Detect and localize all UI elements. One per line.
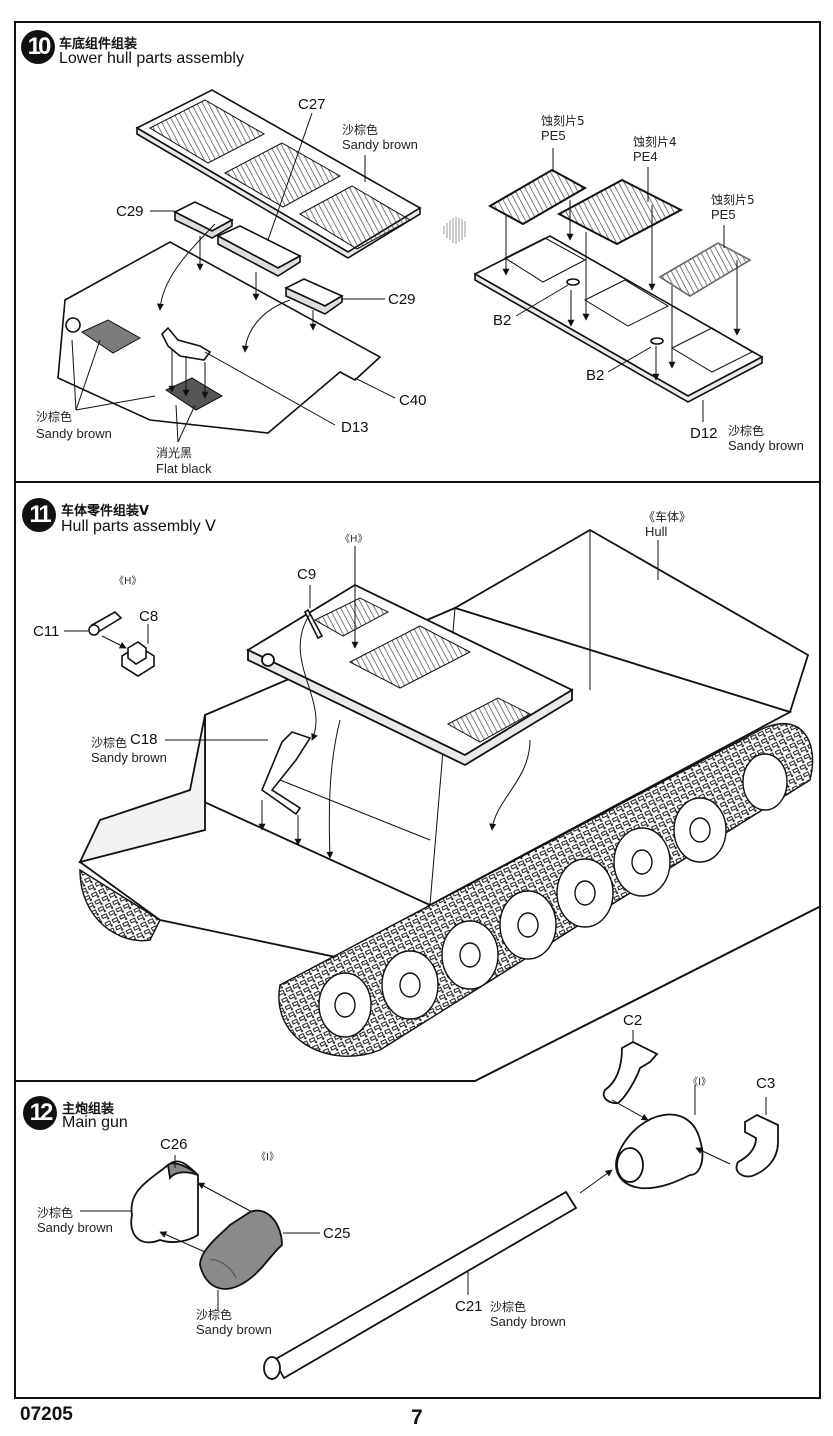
- step-title-cn: 车体零件组装Ⅴ: [61, 504, 150, 519]
- paint-label-cn: 沙棕色: [490, 1300, 527, 1314]
- part-label-c25: C25: [323, 1225, 351, 1242]
- step11-c18-support: [261, 731, 312, 816]
- step-title-en: Hull parts assembly Ⅴ: [61, 518, 216, 535]
- step10-d13-bracket: [161, 326, 212, 361]
- paint-label-en: Sandy brown: [37, 1220, 113, 1235]
- part-label-pe5: PE5: [541, 128, 566, 143]
- subassembly-marker-i: 《I》: [688, 1077, 711, 1088]
- paint-label-cn: 沙棕色: [91, 736, 128, 750]
- part-label-c3: C3: [756, 1075, 776, 1092]
- part-label-c29: C29: [388, 291, 416, 308]
- pe-label-cn: 蚀刻片5: [541, 114, 585, 128]
- page-border: [14, 21, 821, 1399]
- paint-label-cn: 沙棕色: [728, 424, 765, 438]
- step-title-cn: 主炮组装: [62, 1102, 115, 1117]
- step10-c27-block: [216, 225, 302, 277]
- paint-label-en: Sandy brown: [728, 438, 804, 453]
- subassembly-marker-i: 《I》: [256, 1152, 279, 1163]
- step11-track-left: [79, 868, 161, 942]
- part-label-c2: C2: [623, 1012, 643, 1029]
- part-label-c40: C40: [399, 392, 427, 409]
- step12-c25-mantlet-half: [199, 1209, 283, 1290]
- step12-c26-mantlet-half: [130, 1160, 199, 1244]
- step10-lower-hull-floor: [57, 241, 382, 434]
- paint-label-cn: 沙棕色: [37, 1206, 74, 1220]
- paint-label-cn: 沙棕色: [36, 410, 73, 424]
- step-divider-10-11: [14, 481, 821, 483]
- step12-c21-barrel: [263, 1190, 578, 1380]
- subassembly-marker-h: 《H》: [340, 534, 368, 545]
- step11-road-wheels: [318, 753, 788, 1038]
- pe-label-cn: 蚀刻片5: [711, 193, 755, 207]
- step11-c11-pin: [88, 611, 123, 636]
- paint-label-en: Flat black: [156, 461, 212, 476]
- paint-label-en: Sandy brown: [36, 426, 112, 441]
- step11-engine-deck: [246, 583, 574, 767]
- step-divider-11-12: [14, 905, 822, 1082]
- paint-label-en: Sandy brown: [490, 1314, 566, 1329]
- subassembly-marker-h: 《H》: [114, 576, 142, 587]
- step10-d12-plate: [473, 235, 764, 403]
- step10-view-indicator: [443, 217, 466, 244]
- step11-c8-bracket: [121, 641, 155, 677]
- pe-label-cn: 蚀刻片4: [633, 135, 677, 149]
- step12-c2-bracket: [602, 1040, 659, 1104]
- part-label-pe5: PE5: [711, 207, 736, 222]
- part-label-c26: C26: [160, 1136, 188, 1153]
- step10-pe4-sheet: [556, 178, 684, 246]
- product-code: 07205: [20, 1404, 73, 1425]
- step-number-badge: 10: [21, 30, 55, 64]
- paint-label-en: Sandy brown: [91, 750, 167, 765]
- step11-c9-rod: [303, 608, 324, 640]
- part-label-c9: C9: [297, 566, 317, 583]
- part-label-b2: B2: [586, 367, 605, 384]
- step-title-en: Lower hull parts assembly: [59, 50, 244, 67]
- paint-label-en: Sandy brown: [196, 1322, 272, 1337]
- paint-label-en: Sandy brown: [342, 137, 418, 152]
- part-label-d13: D13: [341, 419, 369, 436]
- step12-c3-bracket: [735, 1113, 779, 1178]
- part-label-d12: D12: [690, 425, 718, 442]
- part-label-c27: C27: [298, 96, 326, 113]
- paint-label-cn: 沙棕色: [342, 123, 379, 137]
- step-title-en: Main gun: [62, 1114, 128, 1131]
- part-label-pe4: PE4: [633, 149, 658, 164]
- part-label-c11: C11: [33, 623, 60, 640]
- step-number-badge: 11: [22, 498, 56, 532]
- part-label-c21: C21: [455, 1298, 483, 1315]
- step-title-cn: 车底组件组装: [59, 37, 138, 52]
- hull-label-cn: 《车体》: [643, 510, 692, 524]
- part-label-b2: B2: [493, 312, 512, 329]
- paint-label-cn: 消光黑: [156, 446, 193, 460]
- step10-pe5-left-sheet: [487, 168, 588, 226]
- step-number-badge: 12: [23, 1096, 57, 1130]
- paint-label-cn: 沙棕色: [196, 1308, 233, 1322]
- step10-c29-top-block: [173, 201, 234, 239]
- part-label-c29: C29: [116, 203, 144, 220]
- step10-c29-right-block: [284, 278, 344, 315]
- hull-label-en: Hull: [645, 524, 668, 539]
- page-number: 7: [411, 1406, 423, 1429]
- part-label-c8: C8: [139, 608, 159, 625]
- step10-upper-plate: [135, 89, 422, 259]
- step12-gun-mantlet-assembly: [615, 1113, 704, 1190]
- step10-pe5-right-sheet: [658, 242, 752, 297]
- part-label-c18: C18: [130, 731, 158, 748]
